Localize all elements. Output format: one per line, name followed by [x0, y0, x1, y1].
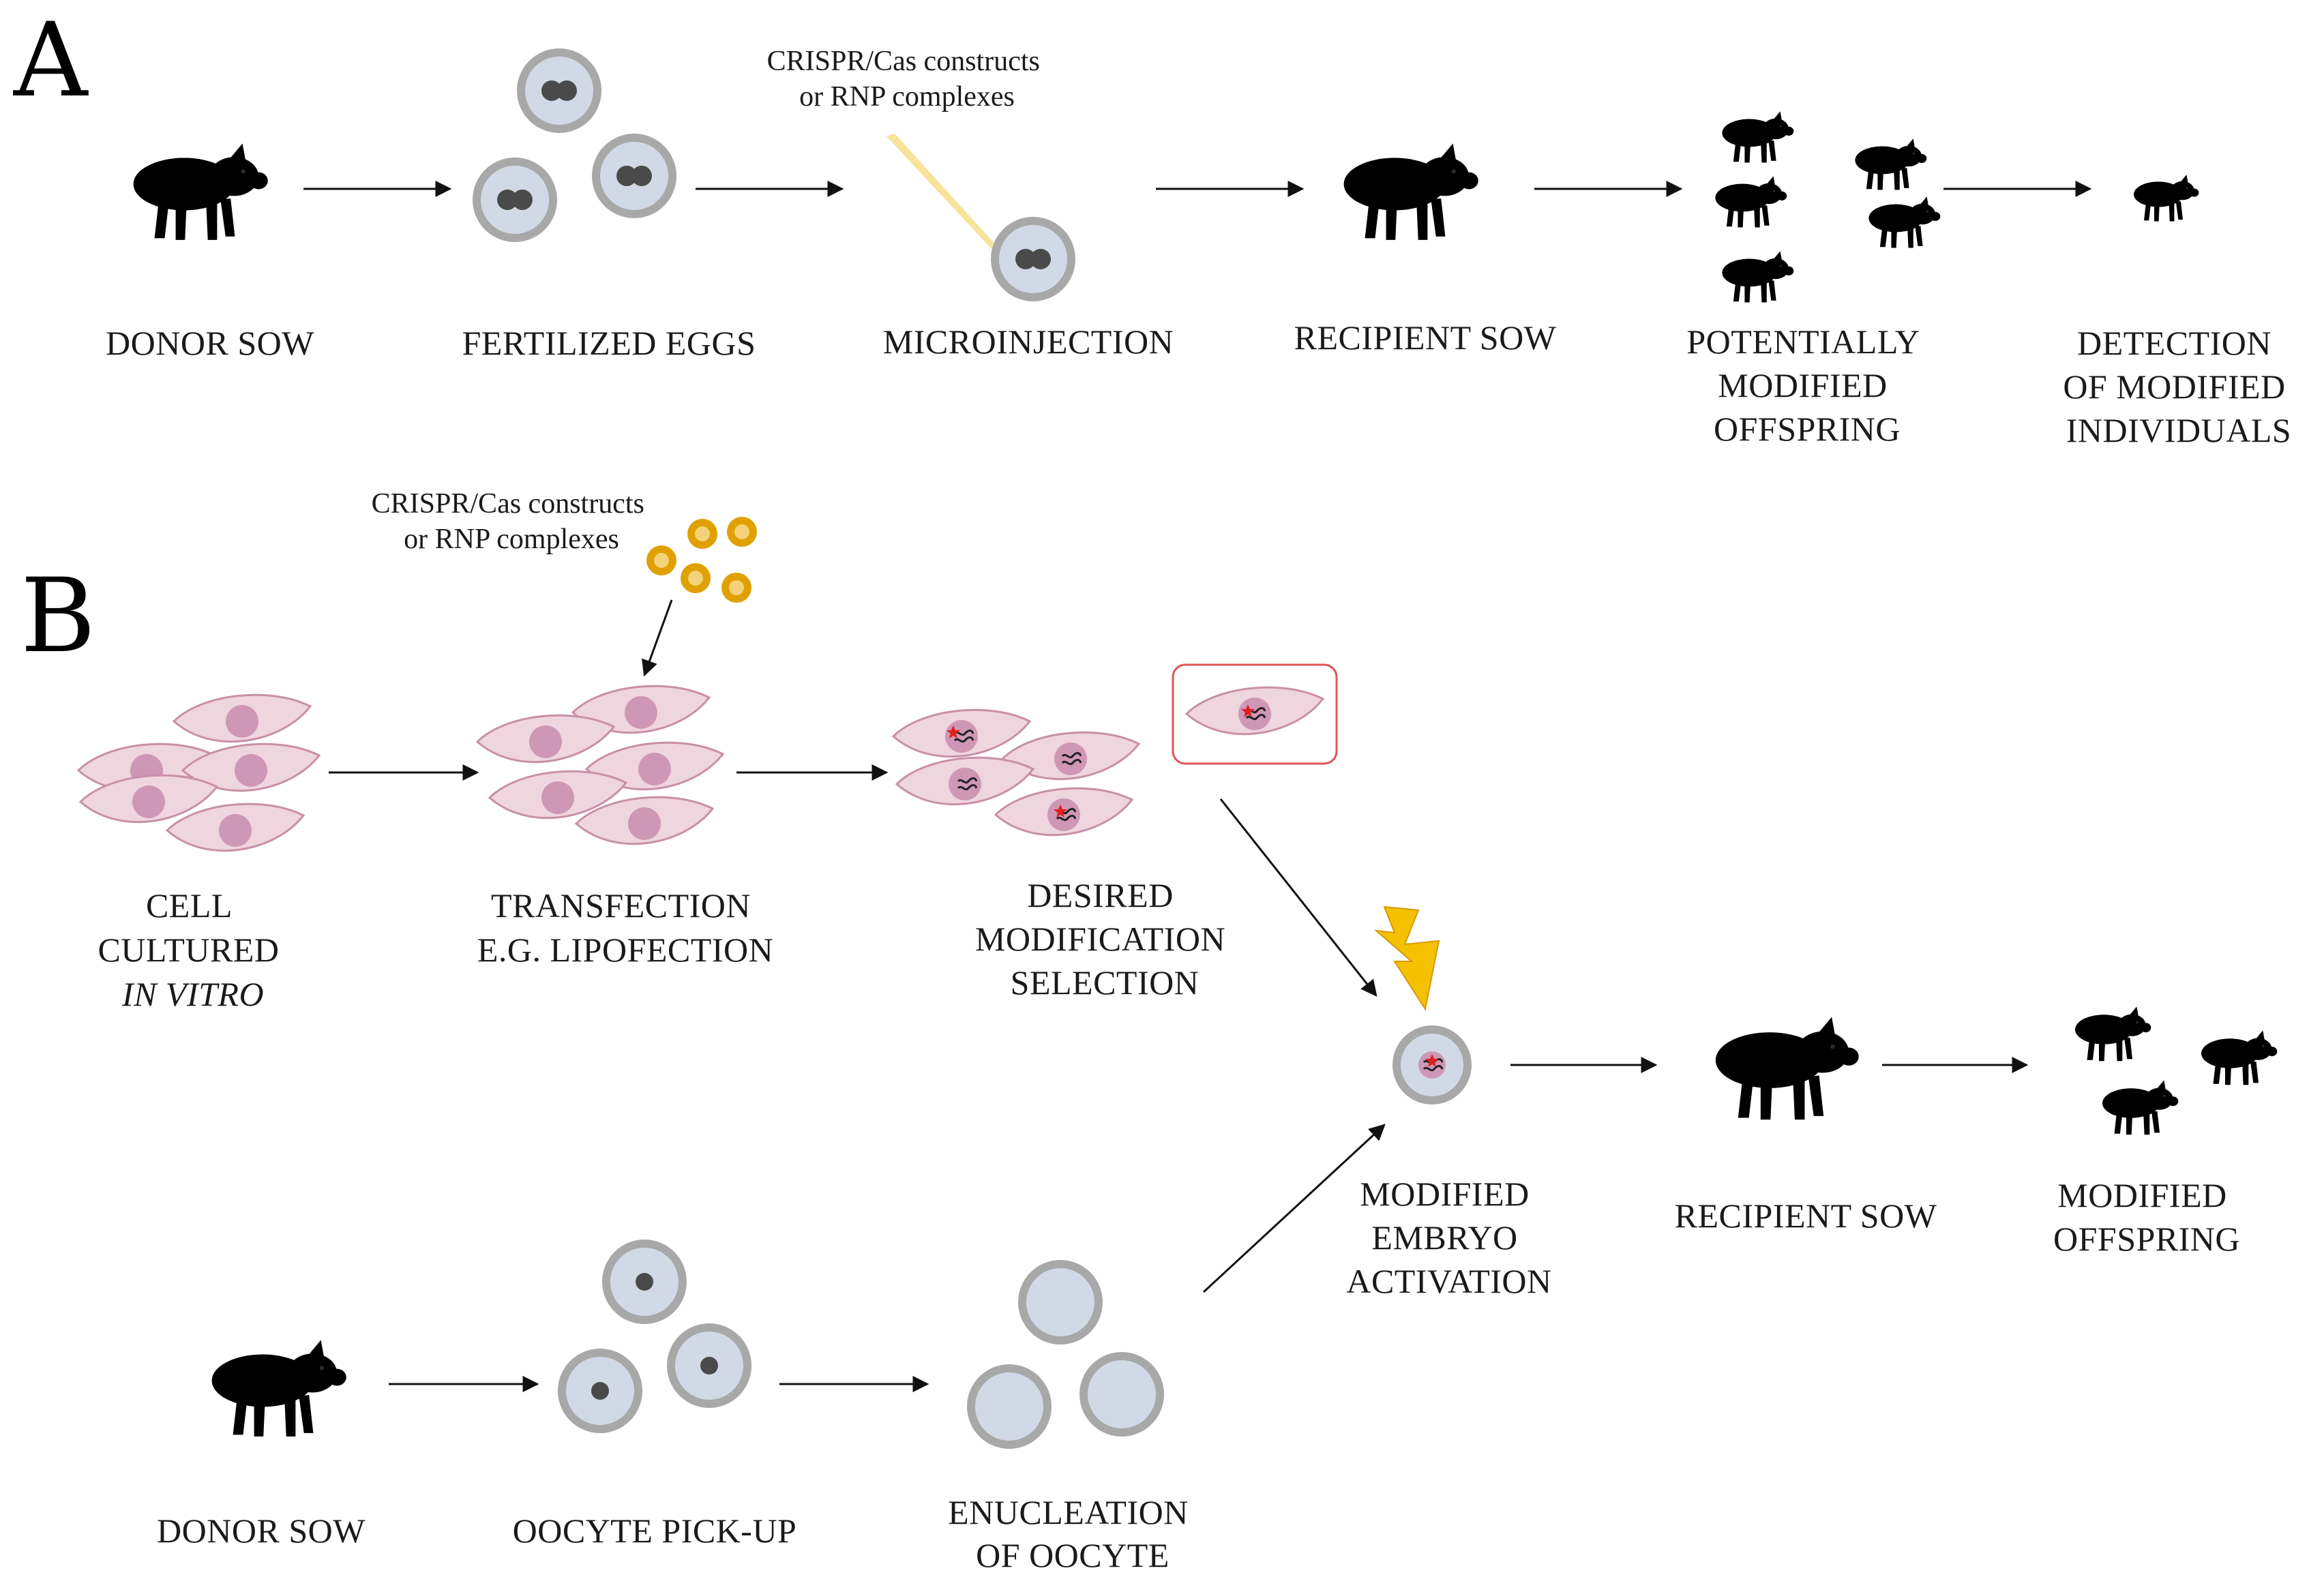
label-transfection: TRANSFECTION E.G. LIPOFECTION — [477, 886, 773, 969]
selection-cells-icon — [892, 708, 1140, 837]
lipofection-particles-icon — [646, 517, 757, 603]
arrow-lipofection-in — [642, 599, 673, 677]
transfected-cells-icon — [476, 685, 724, 845]
oocytes-icon — [562, 1244, 747, 1429]
modified-offspring-piglets-icon — [2069, 1006, 2278, 1135]
label-oocyte-pick-up: OOCYTE PICK-UP — [513, 1512, 797, 1550]
label-recipient-sow-b: RECIPIENT SOW — [1675, 1197, 1937, 1235]
label-detection-of-modified-individuals: DETECTION OF MODIFIED INDIVIDUALS — [2063, 324, 2294, 449]
recipient-sow-b-pig-icon — [1705, 1017, 1859, 1120]
fertilized-eggs-icon — [477, 52, 672, 238]
panel-b-reagent-label: CRISPR/Cas constructs or RNP complexes — [372, 488, 652, 555]
potential-offspring-piglets-icon — [1710, 111, 1941, 303]
cultured-cells-icon — [77, 693, 321, 852]
label-modified-offspring: MODIFIED OFFSPRING — [2053, 1176, 2240, 1258]
donor-sow-pig-icon — [123, 143, 268, 240]
panel-a-letter: A — [13, 1, 89, 120]
label-modified-embryo-activation: MODIFIED EMBRYO ACTIVATION — [1346, 1175, 1551, 1300]
panel-a-reagent-label: CRISPR/Cas constructs or RNP complexes — [767, 46, 1047, 112]
detected-individual-piglet-icon — [2129, 175, 2199, 222]
panel-b-letter: B — [20, 557, 95, 676]
label-desired-modification-selection: DESIRED MODIFICATION SELECTION — [975, 876, 1234, 1002]
modified-embryo-icon — [1392, 1025, 1472, 1105]
donor-sow-b-pig-icon — [202, 1340, 346, 1437]
lightning-icon — [1373, 905, 1440, 1011]
recipient-sow-pig-icon — [1334, 143, 1478, 240]
arrow-b-8 — [1202, 1124, 1386, 1293]
label-potentially-modified-offspring: POTENTIALLY MODIFIED OFFSPRING — [1686, 322, 1927, 448]
label-donor-sow-b: DONOR SOW — [157, 1512, 366, 1550]
label-fertilized-eggs: FERTILIZED EGGS — [462, 324, 756, 362]
label-cell-cultured-in-vitro: CELL CULTURED IN VITRO — [98, 886, 288, 1013]
arrow-b-3 — [1219, 798, 1377, 997]
selected-cell-box — [1172, 663, 1338, 765]
label-donor-sow: DONOR SOW — [106, 324, 314, 362]
label-enucleation-of-oocyte: ENUCLEATION OF OOCYTE — [948, 1493, 1197, 1574]
label-microinjection: MICROINJECTION — [883, 322, 1174, 361]
enucleated-oocytes-icon — [971, 1264, 1160, 1445]
microinjection-icon — [887, 134, 1071, 297]
label-recipient-sow: RECIPIENT SOW — [1294, 318, 1557, 357]
